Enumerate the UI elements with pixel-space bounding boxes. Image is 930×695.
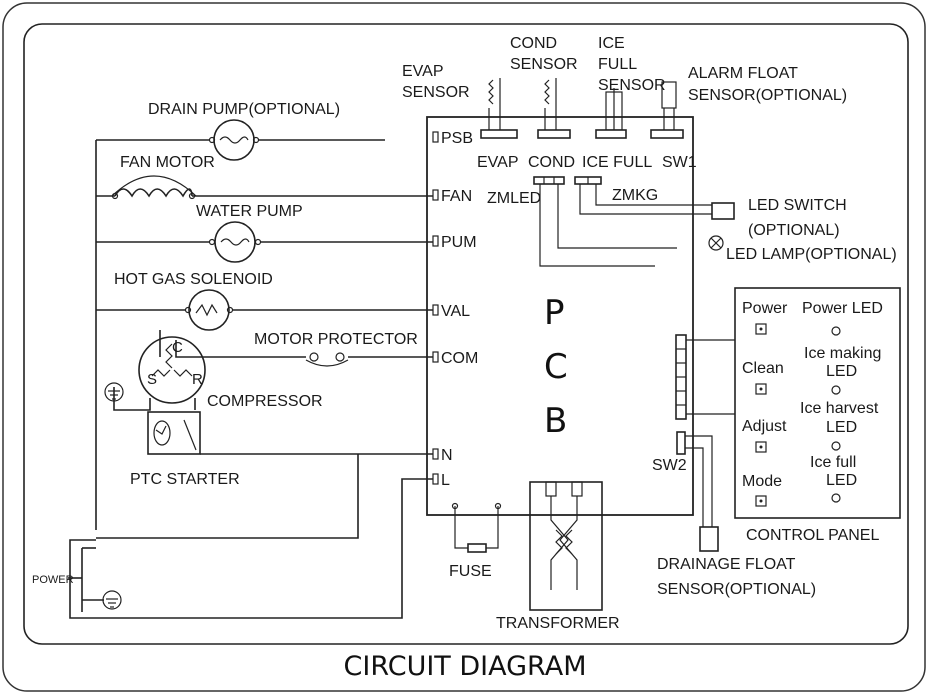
led-wiring: LED SWITCH (OPTIONAL) LED LAMP(OPTIONAL) <box>533 176 897 267</box>
svg-text:Mode: Mode <box>742 473 782 490</box>
svg-text:FULL: FULL <box>598 56 637 73</box>
svg-text:COND: COND <box>510 35 557 52</box>
svg-text:EVAP: EVAP <box>402 63 444 80</box>
svg-text:R: R <box>192 371 203 388</box>
ground-symbol-compressor <box>104 382 124 402</box>
connector-labels: EVAP COND ICE FULL SW1 ZMLED ZMKG SW2 <box>477 154 697 474</box>
power-input: POWER <box>32 547 122 612</box>
svg-text:LED: LED <box>826 472 857 489</box>
svg-text:LED: LED <box>826 419 857 436</box>
svg-text:ALARM FLOAT: ALARM FLOAT <box>688 65 798 82</box>
svg-text:ICE FULL: ICE FULL <box>582 154 652 171</box>
top-sensors: EVAP SENSOR COND SENSOR ICE FULL SENSOR … <box>402 35 847 139</box>
svg-text:TRANSFORMER: TRANSFORMER <box>496 615 620 632</box>
pcb-letter-b: B <box>544 401 567 441</box>
svg-text:POWER: POWER <box>32 574 74 586</box>
svg-text:SW1: SW1 <box>662 154 697 171</box>
water-pump: WATER PUMP <box>196 203 303 263</box>
pcb-board <box>426 116 694 516</box>
svg-text:L: L <box>441 472 450 489</box>
svg-text:N: N <box>441 447 453 464</box>
svg-text:MOTOR PROTECTOR: MOTOR PROTECTOR <box>254 331 418 348</box>
svg-text:Ice full: Ice full <box>810 454 856 471</box>
pcb-terminals: PSB FAN PUM VAL COM N L <box>432 130 478 489</box>
svg-text:(OPTIONAL): (OPTIONAL) <box>748 222 840 239</box>
drain-pump: DRAIN PUMP(OPTIONAL) <box>148 101 340 161</box>
svg-text:COND: COND <box>528 154 575 171</box>
svg-text:ZMKG: ZMKG <box>612 187 658 204</box>
main-wiring <box>69 139 433 619</box>
svg-text:FAN: FAN <box>441 188 472 205</box>
ptc-starter: PTC STARTER <box>130 411 240 488</box>
svg-text:Power: Power <box>742 300 788 317</box>
fan-motor: FAN MOTOR <box>111 154 215 200</box>
svg-text:PUM: PUM <box>441 234 477 251</box>
svg-text:VAL: VAL <box>441 303 470 320</box>
svg-text:COMPRESSOR: COMPRESSOR <box>207 393 323 410</box>
pcb-letter-p: P <box>544 293 565 333</box>
svg-text:EVAP: EVAP <box>477 154 519 171</box>
motor-protector: MOTOR PROTECTOR <box>254 331 418 367</box>
svg-text:SENSOR(OPTIONAL): SENSOR(OPTIONAL) <box>657 581 816 598</box>
svg-text:COM: COM <box>441 350 478 367</box>
svg-text:HOT GAS SOLENOID: HOT GAS SOLENOID <box>114 271 273 288</box>
svg-text:PTC STARTER: PTC STARTER <box>130 471 240 488</box>
svg-text:Adjust: Adjust <box>742 418 787 435</box>
control-panel-connector <box>675 334 735 420</box>
svg-text:C: C <box>172 339 183 356</box>
svg-text:DRAIN PUMP(OPTIONAL): DRAIN PUMP(OPTIONAL) <box>148 101 340 118</box>
svg-text:Ice harvest: Ice harvest <box>800 400 879 417</box>
svg-text:Ice making: Ice making <box>804 345 881 362</box>
svg-text:DRAINAGE FLOAT: DRAINAGE FLOAT <box>657 556 796 573</box>
svg-text:FUSE: FUSE <box>449 563 492 580</box>
svg-text:ICE: ICE <box>598 35 625 52</box>
compressor: C S R COMPRESSOR <box>113 336 323 411</box>
diagram-panel <box>23 23 909 645</box>
hot-gas-solenoid: HOT GAS SOLENOID <box>114 271 273 331</box>
drainage-float-sensor: DRAINAGE FLOAT SENSOR(OPTIONAL) <box>657 431 816 598</box>
svg-text:SW2: SW2 <box>652 457 687 474</box>
svg-text:SENSOR: SENSOR <box>598 77 666 94</box>
svg-text:PSB: PSB <box>441 130 473 147</box>
svg-text:ZMLED: ZMLED <box>487 190 541 207</box>
svg-text:Power LED: Power LED <box>802 300 883 317</box>
svg-text:LED SWITCH: LED SWITCH <box>748 197 847 214</box>
pcb-letter-c: C <box>544 347 568 387</box>
svg-text:CONTROL PANEL: CONTROL PANEL <box>746 527 879 544</box>
svg-text:S: S <box>147 371 157 388</box>
transformer: TRANSFORMER <box>496 481 620 632</box>
svg-text:FAN MOTOR: FAN MOTOR <box>120 154 215 171</box>
svg-text:SENSOR(OPTIONAL): SENSOR(OPTIONAL) <box>688 87 847 104</box>
svg-text:LED LAMP(OPTIONAL): LED LAMP(OPTIONAL) <box>726 246 897 263</box>
diagram-title: CIRCUIT DIAGRAM <box>344 651 587 682</box>
svg-text:SENSOR: SENSOR <box>402 84 470 101</box>
fuse: FUSE <box>449 502 502 580</box>
svg-text:WATER PUMP: WATER PUMP <box>196 203 303 220</box>
svg-text:LED: LED <box>826 363 857 380</box>
svg-text:SENSOR: SENSOR <box>510 56 578 73</box>
control-panel: Power Clean Adjust Mode Power LED Ice ma… <box>734 287 901 544</box>
svg-text:Clean: Clean <box>742 360 784 377</box>
